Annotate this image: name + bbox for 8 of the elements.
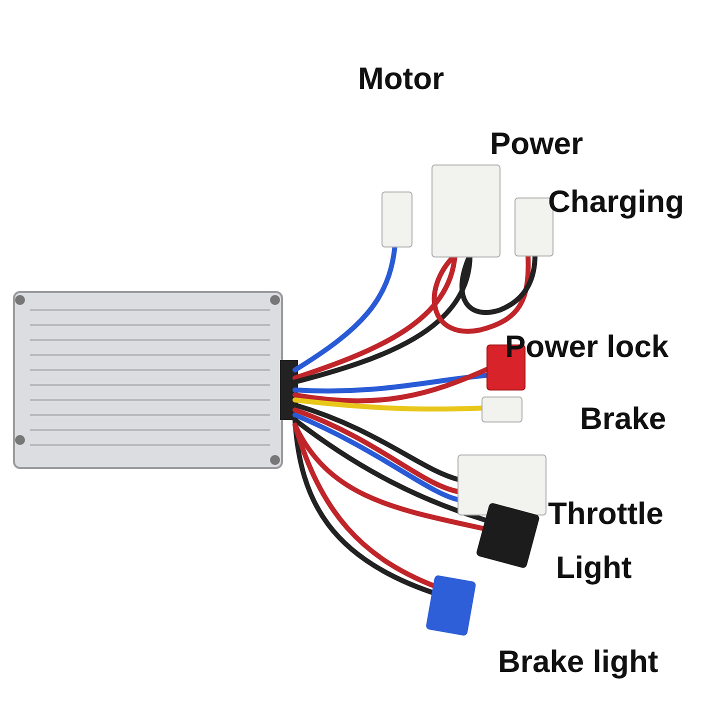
part-label: Power lock (505, 330, 669, 364)
part-label: Power (490, 127, 584, 162)
part-label: Throttle (548, 497, 664, 532)
part-label: Brake light (498, 645, 658, 680)
part-label: Motor (358, 62, 444, 96)
part-label: Light (556, 551, 632, 586)
part-label: Charging (548, 185, 684, 220)
part-label: Brake (580, 402, 666, 436)
